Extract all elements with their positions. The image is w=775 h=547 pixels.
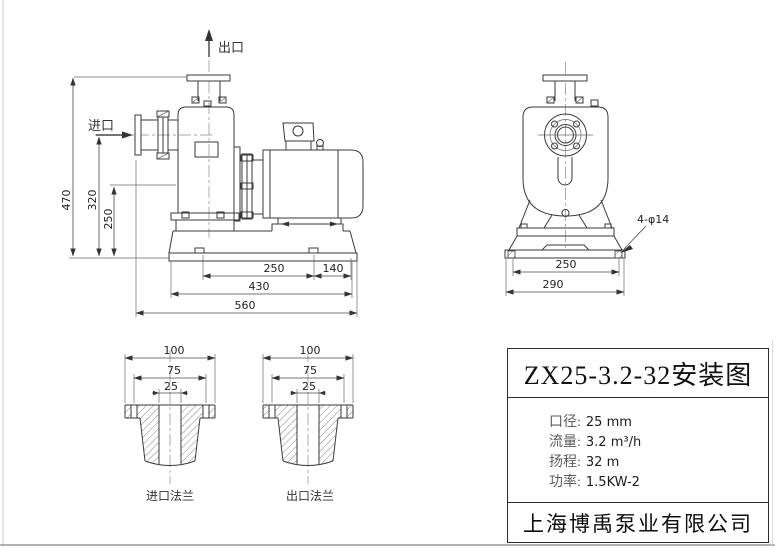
spec-row-power: 功率: 1.5KW-2 [549, 472, 768, 492]
pump-casing-side [170, 106, 240, 232]
dim-front-290: 290 [543, 278, 564, 291]
dim-250-vertical: 250 [102, 209, 115, 230]
spec-row-bore: 口径: 25 mm [549, 412, 768, 432]
inlet-flange-circle [538, 113, 593, 157]
spec-row-flow: 流量: 3.2 m³/h [549, 432, 768, 452]
dim-inlet-75: 75 [167, 364, 181, 377]
pump-casing-front [522, 106, 609, 217]
title-block: ZX25-3.2-32安装图 口径: 25 mm 流量: 3.2 m³/h 扬程: 3… [507, 348, 769, 543]
anchor-hole-label: 4-φ14 [637, 213, 669, 226]
priming-plug [590, 99, 599, 107]
motor-side [262, 122, 364, 225]
drain-plug [561, 209, 570, 217]
dim-470: 470 [60, 190, 73, 211]
outlet-flange-section: 100 75 25 出口法兰 [262, 344, 354, 503]
dim-430: 430 [249, 280, 270, 293]
outlet-flow-arrow [205, 29, 213, 57]
dim-inlet-100: 100 [164, 344, 185, 357]
front-view-dimensions: 250 290 [505, 258, 625, 296]
dim-outlet-100: 100 [300, 344, 321, 357]
dim-140: 140 [323, 262, 344, 275]
dim-inlet-25: 25 [164, 380, 178, 393]
spec-value: 32 m [585, 455, 620, 470]
lifting-eye [316, 139, 324, 151]
dim-outlet-25: 25 [302, 380, 316, 393]
side-view-dimensions: 470 320 250 250 140 430 560 [60, 76, 358, 317]
spec-value: 1.5KW-2 [585, 475, 640, 490]
company-name: 上海博禹泵业有限公司 [523, 512, 753, 536]
outlet-pipe-side [186, 74, 231, 107]
inlet-flange-label: 进口法兰 [146, 489, 194, 503]
outlet-flange-outline [262, 404, 354, 466]
anchor-hole-callout: 4-φ14 [620, 213, 669, 253]
outlet-pipe-front [542, 74, 599, 107]
nameplate [194, 141, 219, 158]
inlet-flow-arrow [96, 131, 133, 139]
anchor-bolt-left [507, 250, 516, 259]
baseplate-side [168, 221, 358, 262]
dim-250-bolts: 250 [264, 262, 285, 275]
outlet-flange-label: 出口法兰 [286, 489, 334, 503]
suction-slot [557, 157, 573, 186]
spec-value: 25 mm [585, 415, 632, 430]
pump-front-view: 4-φ14 250 290 [504, 62, 669, 296]
pump-side-view: 出口 进口 [60, 29, 364, 317]
spec-row-head: 扬程: 32 m [549, 452, 768, 472]
inlet-flange-outline [124, 404, 216, 466]
drawing-title: ZX25-3.2-32安装图 [508, 349, 768, 398]
spec-label: 口径: [549, 415, 581, 430]
dim-outlet-75: 75 [303, 364, 317, 377]
inlet-pipe-side [134, 110, 178, 160]
dim-front-250: 250 [556, 258, 577, 271]
inlet-flange-section: 100 75 25 进口法兰 [124, 344, 216, 503]
spec-label: 功率: [549, 475, 581, 490]
outlet-label: 出口 [218, 40, 244, 55]
bearing-bracket [233, 146, 263, 222]
dim-320: 320 [86, 190, 99, 211]
spec-label: 扬程: [549, 455, 581, 470]
terminal-box [282, 122, 315, 151]
anchor-bolt-right [614, 250, 623, 259]
dim-560: 560 [235, 299, 256, 312]
inlet-flange-dimensions: 100 75 25 [124, 344, 216, 403]
inlet-label: 进口 [88, 118, 114, 133]
spec-label: 流量: [549, 435, 581, 450]
spec-table: 口径: 25 mm 流量: 3.2 m³/h 扬程: 32 m 功率: 1.5KW-2 [508, 398, 768, 503]
outlet-flange-dimensions: 100 75 25 [262, 344, 354, 403]
support-stand-front [504, 199, 626, 259]
spec-value: 3.2 m³/h [585, 435, 642, 450]
